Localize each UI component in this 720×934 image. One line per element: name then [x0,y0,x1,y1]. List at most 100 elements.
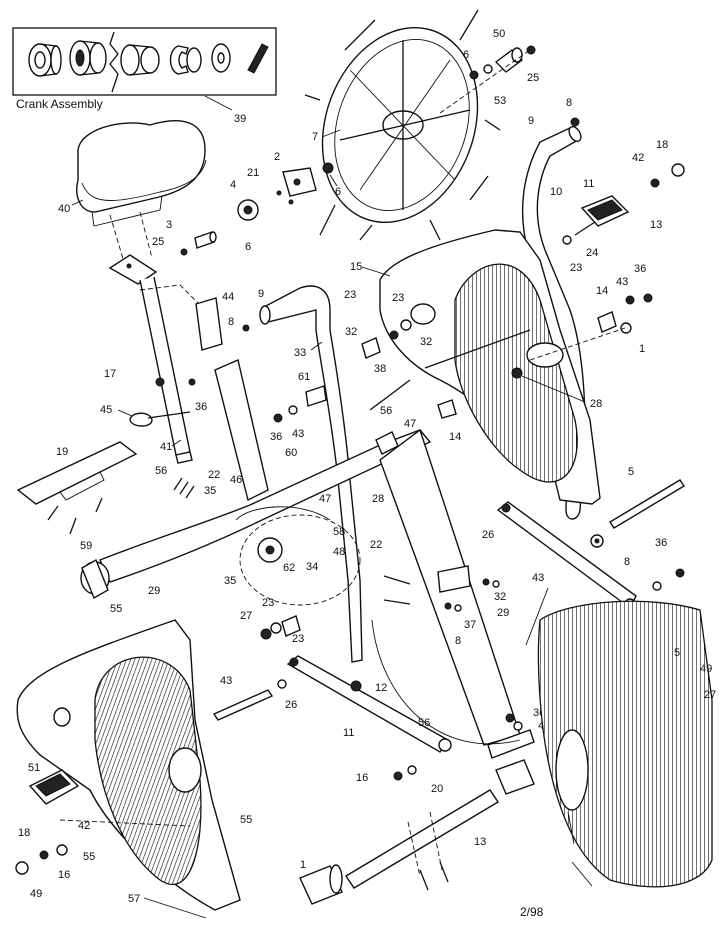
callout-44: 44 [222,291,234,303]
key-pin [247,43,269,74]
callout-39: 39 [234,113,246,125]
callout-38: 33 [294,347,306,359]
callout-36c: 36 [195,401,207,413]
clip-ring [169,45,202,75]
washer [211,43,231,73]
callout-26: 26 [482,529,494,541]
callout-58: 58 [333,526,345,538]
callout-36f: 16 [356,772,368,784]
callout-8b: 8 [228,316,234,328]
callout-35: 55 [110,603,122,615]
callout-6: 6 [463,49,469,61]
callout-1b: 55 [83,851,95,863]
callout-41: 41 [160,441,172,453]
axle-17 [424,329,531,369]
bearing-race [69,40,107,76]
callout-36e: 36 [655,537,667,549]
callout-33b: 23 [262,597,274,609]
pedal-right [574,195,630,236]
main-frame [80,429,432,600]
callout-28c: 28 [372,493,384,505]
callout-26b: 11 [343,727,354,739]
callout-42b: 18 [18,827,30,839]
callout-3: 3 [166,219,172,231]
callout-62: 35 [224,575,236,587]
callout-34: 29 [148,585,160,597]
nut-6-hub [322,162,334,174]
callout-30: 29 [497,607,509,619]
callout-23c: 26 [285,699,297,711]
callout-56c: 42 [78,820,90,832]
bearing-50 [494,47,524,73]
callout-40: 40 [58,203,70,215]
callout-24: 24 [586,247,598,259]
callout-20: 13 [474,836,486,848]
callout-37: 49 [700,663,712,675]
callout-6b: 6 [335,186,341,198]
callout-53: 53 [494,95,506,107]
callout-60: 60 [285,447,297,459]
callout-24b: 43 [220,675,232,687]
seat [76,120,207,227]
seat-post [108,254,193,464]
callout-21: 21 [247,167,259,179]
callout-25b: 25 [152,236,164,248]
callout-22b: 22 [208,469,220,481]
callout-13b: 16 [58,869,70,881]
callout-10: 10 [550,186,562,198]
nut-8-top [570,117,580,127]
callout-13: 13 [650,219,662,231]
callout-4: 4 [230,179,236,191]
callout-15: 15 [350,261,362,273]
callout-8d: 12 [375,682,387,694]
nut-6-top [469,70,479,80]
callout-61: 38 [374,363,386,375]
callout-43: 43 [616,276,628,288]
callout-23d: 23 [292,633,304,645]
callout-52: 48 [333,546,345,558]
callout-36b: 17 [104,368,116,380]
callout-49: 5 [674,647,680,659]
callout-47b: 47 [404,418,416,430]
callout-59: 59 [80,540,92,552]
callout-43b: 43 [292,428,304,440]
callout-27b: 56 [418,717,430,729]
callout-36: 36 [634,263,646,275]
callout-11b: 51 [28,762,40,774]
callout-16: 1 [300,859,306,871]
rear-stabilizer [286,655,452,753]
callout-28: 28 [590,398,602,410]
callout-55a: 43 [532,572,544,584]
callout-35b: 35 [204,485,216,497]
callout-42: 42 [632,152,644,164]
callout-2: 2 [274,151,280,163]
callout-32: 23 [392,292,404,304]
callout-7: 7 [312,131,318,143]
callout-29b: 37 [464,619,476,631]
bearing-cup-left [28,43,62,77]
callout-18: 18 [656,139,668,151]
console-bracket [16,441,138,505]
callout-5b: 27 [704,689,716,701]
callout-43e: 20 [431,783,443,795]
washer-53 [483,64,493,74]
chain-guard [235,506,361,606]
nut-25-top [526,45,536,55]
callout-17: 32 [420,336,432,348]
callout-14b: 61 [298,371,310,383]
pop-pin [129,411,191,427]
axle-rod [609,479,685,529]
callout-46: 46 [230,474,242,486]
pedal-left [28,769,80,805]
callout-18b: 49 [30,888,42,900]
callout-48: 62 [283,562,295,574]
callout-28b: 14 [449,431,461,443]
bearing-cup-right [120,44,160,76]
pulley-lower [260,615,301,640]
callout-50: 50 [493,28,505,40]
callout-47: 47 [319,493,331,505]
left-shroud [16,619,241,911]
callout-6c: 6 [245,241,251,253]
callout-31: 22 [370,539,382,551]
